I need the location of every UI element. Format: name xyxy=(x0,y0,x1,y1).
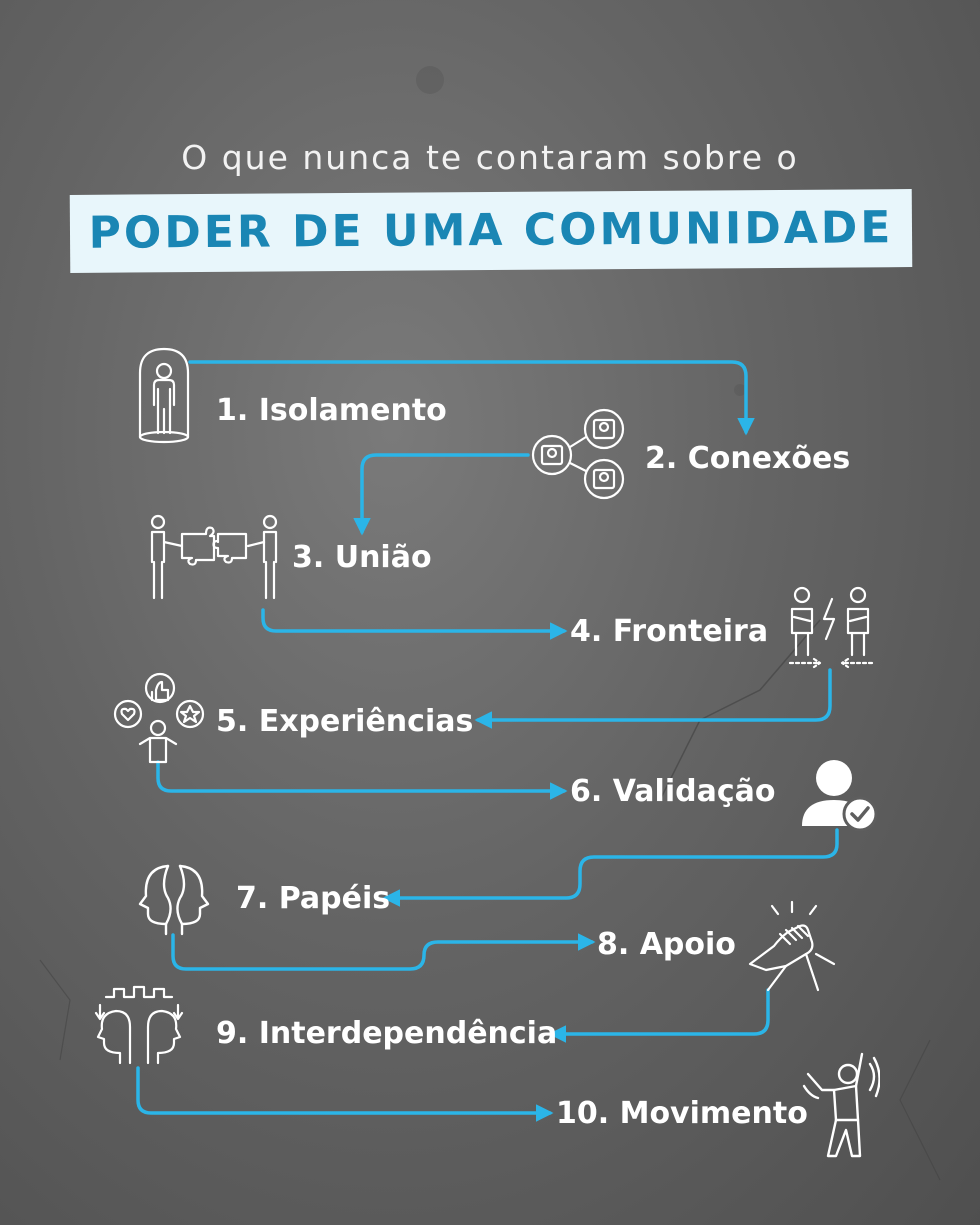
people-joining-puzzle-icon xyxy=(146,512,286,604)
two-people-conflict-icon xyxy=(786,585,876,671)
page-subtitle: O que nunca te contaram sobre o xyxy=(181,138,799,177)
two-heads-icon xyxy=(126,862,222,938)
user-check-icon xyxy=(800,758,880,832)
step-label-3: 3. União xyxy=(292,540,432,575)
person-with-reactions-icon xyxy=(110,670,210,766)
step-label-9: 9. Interdependência xyxy=(216,1016,558,1051)
step-label-7: 7. Papéis xyxy=(236,881,391,916)
connector-3-4 xyxy=(261,608,568,640)
connector-5-6 xyxy=(156,760,568,800)
step-label-5: 5. Experiências xyxy=(216,704,474,739)
connector-9-10 xyxy=(136,1066,554,1122)
step-label-2: 2. Conexões xyxy=(645,441,851,476)
connector-2-3 xyxy=(353,453,530,536)
person-celebrating-icon xyxy=(800,1050,880,1162)
connector-8-9 xyxy=(548,988,770,1043)
step-label-4: 4. Fronteira xyxy=(570,614,769,649)
connector-1-2 xyxy=(188,360,755,436)
step-label-1: 1. Isolamento xyxy=(216,393,447,428)
network-connections-icon xyxy=(528,405,628,501)
heads-puzzle-icon xyxy=(84,983,194,1069)
step-label-8: 8. Apoio xyxy=(597,927,736,962)
connector-7-8 xyxy=(171,933,596,971)
handshake-grip-icon xyxy=(746,898,838,994)
connector-6-7 xyxy=(382,828,839,907)
step-label-6: 6. Validação xyxy=(570,774,776,809)
person-in-capsule-icon xyxy=(136,345,192,445)
connector-4-5 xyxy=(474,668,832,729)
step-label-10: 10. Movimento xyxy=(556,1096,808,1131)
